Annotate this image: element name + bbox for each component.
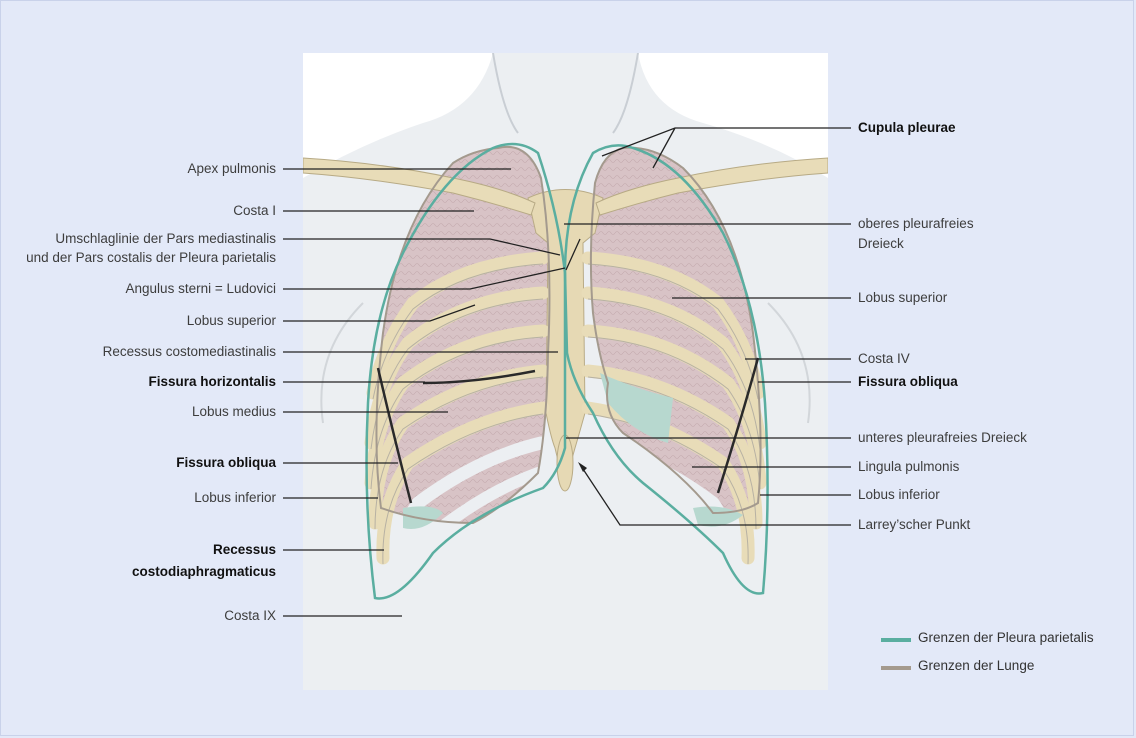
label-oberes-dreieck-line2: Dreieck (858, 236, 904, 251)
label-costa-iv: Costa IV (858, 351, 910, 366)
label-oberes-dreieck-line1: oberes pleurafreies (858, 216, 974, 231)
label-angulus-sterni: Angulus sterni = Ludovici (125, 281, 276, 296)
thorax-illustration (302, 52, 829, 690)
label-cupula-pleurae: Cupula pleurae (858, 120, 956, 135)
label-costa-i: Costa I (233, 203, 276, 218)
label-fissura-horizontalis: Fissura horizontalis (148, 374, 276, 389)
label-umschlaglinie-line2: und der Pars costalis der Pleura parieta… (26, 250, 276, 265)
thorax-drawing (302, 52, 829, 690)
label-lobus-superior-left: Lobus superior (186, 313, 276, 328)
label-larrey-punkt: Larrey’scher Punkt (858, 517, 971, 532)
label-recessus-line2: costodiaphragmaticus (131, 564, 276, 579)
label-umschlaglinie-line1: Umschlaglinie der Pars mediastinalis (55, 231, 276, 246)
legend-text-pleura: Grenzen der Pleura parietalis (918, 630, 1094, 645)
label-lobus-inferior-right: Lobus inferior (858, 487, 940, 502)
clavicle-left (595, 157, 829, 216)
label-fissura-obliqua-right: Fissura obliqua (858, 374, 958, 389)
label-lobus-inferior-left: Lobus inferior (194, 490, 276, 505)
legend-text-lunge: Grenzen der Lunge (918, 658, 1035, 673)
label-fissura-obliqua-left: Fissura obliqua (176, 455, 276, 470)
legend-swatch-pleura (881, 638, 911, 642)
label-lingula-pulmonis: Lingula pulmonis (858, 459, 960, 474)
label-apex-pulmonis: Apex pulmonis (187, 161, 276, 176)
legend-swatch-lunge (881, 666, 911, 670)
label-recessus-costomediastinalis: Recessus costomediastinalis (102, 344, 276, 359)
label-costa-ix: Costa IX (224, 608, 276, 623)
label-lobus-superior-right: Lobus superior (858, 290, 948, 305)
label-recessus-line1: Recessus (212, 542, 276, 557)
label-unteres-dreieck: unteres pleurafreies Dreieck (858, 430, 1027, 445)
label-lobus-medius: Lobus medius (191, 404, 276, 419)
